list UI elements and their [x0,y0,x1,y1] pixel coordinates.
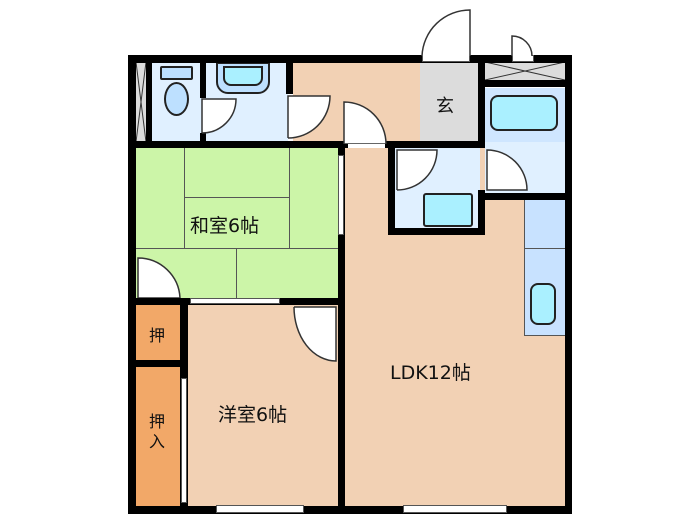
sliding-door[interactable] [338,155,344,235]
wall [388,228,485,235]
wall [128,360,184,367]
washroom-door-icon[interactable] [286,94,336,140]
tatami-line [289,148,290,248]
toilet-door-icon[interactable] [200,97,240,135]
washbasin-inner-icon [223,66,263,86]
sliding-door[interactable] [190,298,280,304]
wall [200,133,206,143]
wall-bottom [128,506,571,514]
wall [478,190,485,235]
wall [485,80,565,87]
washing-machine-icon [423,193,473,227]
window[interactable] [216,505,304,513]
youshitsu-door-icon[interactable] [292,305,338,363]
entrance-door-frame[interactable] [422,55,470,62]
room-oshi1 [135,305,180,360]
window-x-icon [136,62,146,142]
room-genkan [420,62,478,142]
tatami-line [184,197,290,198]
storage-x-icon [485,62,565,80]
washitsu-closet-door-icon[interactable] [136,256,182,298]
wall [286,62,293,94]
wall [478,55,485,148]
tatami-line [135,248,340,249]
bathtub-icon [490,95,558,131]
window[interactable] [403,505,507,513]
room-label-washitsu: 和室6帖 [190,215,260,237]
counter-edge [524,200,525,335]
counter-bottom [524,335,565,336]
room-label-oshi1: 押 [149,326,166,345]
room-label-oshi2: 押入 [149,412,166,451]
tatami-line [236,248,237,298]
door-frame[interactable] [512,55,534,62]
sink-door-icon[interactable] [395,148,439,192]
wall [146,62,152,142]
wall-row1-bottom [128,141,348,148]
wall [200,62,206,98]
toilet-tank-icon [160,66,193,80]
room-label-genkan: 玄 [436,96,454,117]
counter-line [524,248,565,249]
sliding-door[interactable] [181,378,187,503]
wall-top [128,55,571,63]
room-label-ldk: LDK12帖 [390,362,471,384]
wall-right [565,55,572,514]
wall [388,148,395,235]
small-door-icon[interactable] [510,34,536,56]
wall [478,193,565,200]
wall-left [128,55,136,514]
hall-door-icon[interactable] [342,100,388,144]
room-oshi2 [135,366,180,506]
entrance-door-icon[interactable] [420,8,472,56]
room-label-youshitsu: 洋室6帖 [218,404,288,426]
wall [338,148,345,508]
kitchen-sink-icon [530,283,556,325]
laundry-door-icon[interactable] [485,148,529,192]
tatami-line [184,148,185,248]
wall [385,141,485,148]
toilet-bowl-icon [164,82,189,116]
